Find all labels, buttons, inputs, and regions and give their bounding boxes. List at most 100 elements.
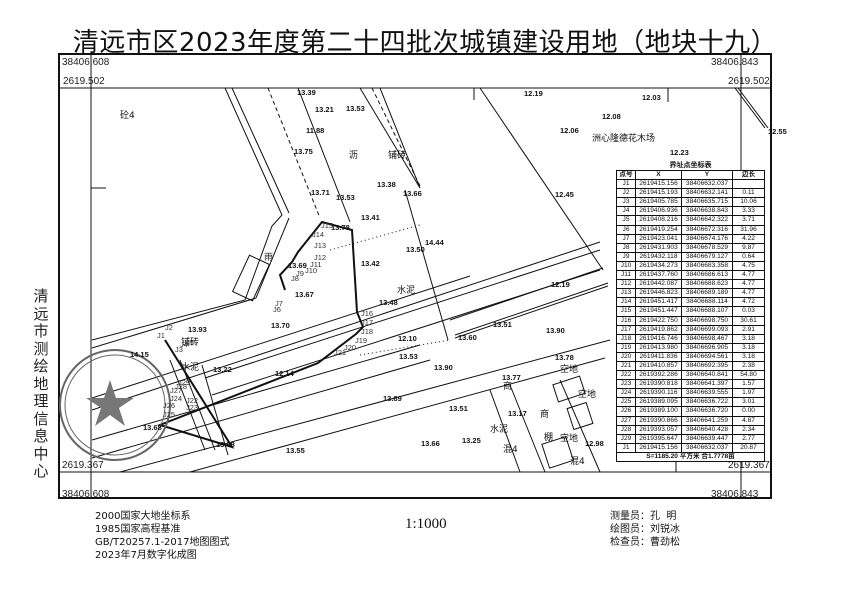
- cell-x: 2619419.254: [635, 224, 682, 235]
- svg-text:12.06: 12.06: [560, 126, 579, 135]
- svg-text:13.42: 13.42: [361, 259, 380, 268]
- svg-text:J10: J10: [305, 266, 317, 275]
- cell-pt: J6: [616, 224, 636, 235]
- coordinate-system: 2000国家大地坐标系: [95, 511, 191, 522]
- label-land-use: 雨: [264, 252, 273, 263]
- svg-text:13.50: 13.50: [406, 245, 425, 254]
- cell-y: 38406635.715: [681, 197, 733, 208]
- col-header-y: Y: [681, 169, 733, 181]
- svg-text:13.53: 13.53: [399, 352, 418, 361]
- svg-text:12.45: 12.45: [555, 190, 574, 199]
- svg-text:J7: J7: [275, 299, 283, 308]
- cell-pt: J19: [616, 342, 636, 353]
- svg-text:13.25: 13.25: [462, 436, 481, 445]
- cell-x: 2619406.936: [635, 206, 682, 217]
- svg-text:13.53: 13.53: [336, 193, 355, 202]
- publisher-char: 市: [33, 322, 49, 340]
- cell-x: 2619437.760: [635, 270, 682, 281]
- svg-text:13.71: 13.71: [311, 188, 330, 197]
- checker-label: 检查员：: [610, 537, 650, 548]
- cell-x: 2619422.750: [635, 315, 682, 326]
- cell-distance: 4.87: [732, 415, 765, 426]
- cell-y: 38406683.358: [681, 260, 733, 272]
- cell-pt: J23: [616, 379, 636, 390]
- cell-distance: 3.01: [732, 397, 765, 407]
- cell-distance: 2.34: [732, 424, 765, 435]
- cell-y: 38406638.843: [681, 206, 733, 217]
- label-land-use: 铺砖: [388, 149, 406, 161]
- publisher-char: 测: [33, 339, 49, 358]
- svg-text:J28: J28: [175, 382, 187, 391]
- cell-distance: 3.33: [732, 206, 765, 216]
- svg-text:13.70: 13.70: [271, 321, 290, 330]
- svg-text:13.67: 13.67: [295, 290, 314, 299]
- cell-pt: J5: [616, 215, 636, 226]
- corner-top-left-y: 2619.502: [63, 76, 105, 87]
- cell-x: 2619392.286: [635, 370, 682, 381]
- cell-x: 2619413.980: [635, 342, 682, 353]
- label-land-use: 空地: [578, 388, 596, 400]
- map-metadata: 2000国家大地坐标系 1985国家高程基准 GB/T20257.1-2017地…: [95, 510, 230, 562]
- cell-pt: J25: [616, 397, 636, 408]
- area-text: S=1185.20 平方米 合1.7778亩: [616, 451, 765, 463]
- cell-y: 38406639.447: [681, 433, 733, 444]
- svg-text:13.21: 13.21: [315, 105, 334, 114]
- cell-y: 38406699.093: [681, 324, 733, 335]
- publisher-char: 远: [33, 304, 49, 323]
- publisher-label: 清 远 市 测 绘 地 理 信 息 中 心: [32, 287, 50, 481]
- cell-pt: J21: [616, 360, 636, 372]
- cell-distance: 3.18: [732, 342, 765, 353]
- cell-distance: 10.06: [732, 197, 765, 207]
- cell-distance: 4.77: [732, 288, 765, 298]
- svg-text:13.75: 13.75: [294, 147, 313, 156]
- cell-x: 2619390.116: [635, 388, 682, 399]
- cell-y: 38406689.189: [681, 288, 733, 299]
- svg-text:J14: J14: [312, 230, 324, 239]
- svg-text:J19: J19: [355, 336, 367, 345]
- cell-pt: J16: [616, 315, 636, 326]
- cell-distance: 20.87: [732, 442, 765, 453]
- cell-pt: J18: [616, 333, 636, 344]
- elevation-datum: 1985国家高程基准: [95, 524, 181, 535]
- label-land-use: 混4: [570, 456, 585, 467]
- cell-x: 2619442.087: [635, 279, 682, 290]
- cell-x: 2619393.057: [635, 424, 682, 435]
- cell-pt: J4: [616, 206, 636, 217]
- publisher-char: 心: [33, 462, 49, 480]
- cell-pt: J29: [616, 433, 636, 444]
- cell-x: 2619423.041: [635, 233, 682, 244]
- cell-distance: 31.96: [732, 224, 765, 235]
- svg-text:13.22: 13.22: [213, 365, 232, 374]
- svg-text:J2: J2: [165, 323, 173, 332]
- cell-y: 38406642.322: [681, 215, 733, 226]
- cell-x: 2619451.417: [635, 297, 682, 308]
- svg-text:13.68: 13.68: [143, 423, 162, 432]
- parcel-boundary: [156, 220, 365, 449]
- cell-x: 2619408.216: [635, 215, 682, 226]
- svg-text:13.17: 13.17: [508, 409, 527, 418]
- cell-distance: 4.77: [732, 270, 765, 280]
- cell-x: 2619411.836: [635, 351, 682, 362]
- cell-pt: J22: [616, 370, 636, 381]
- svg-text:12.03: 12.03: [642, 93, 661, 102]
- seal-stamp: [59, 349, 171, 461]
- svg-text:J26: J26: [163, 401, 175, 410]
- cell-y: 38406694.561: [681, 351, 733, 362]
- svg-text:J17: J17: [361, 318, 373, 327]
- cell-distance: 0.11: [732, 188, 765, 198]
